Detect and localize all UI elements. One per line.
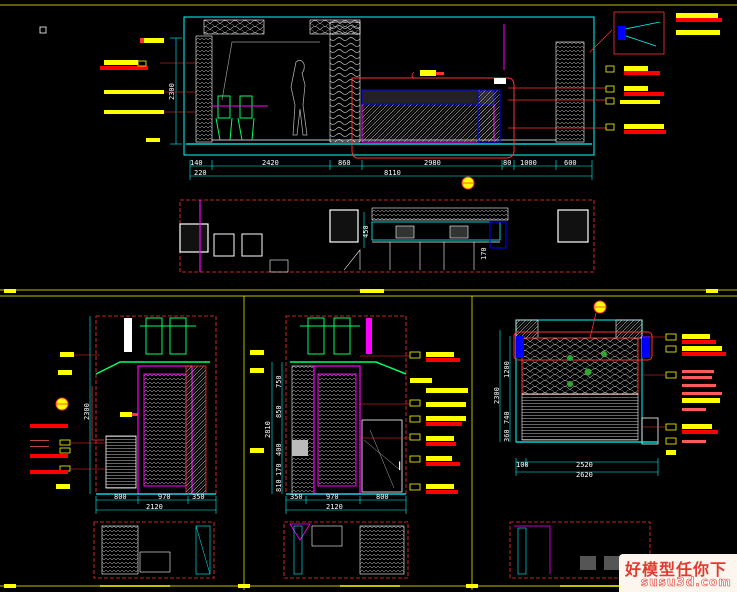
dim-height: 2300 (168, 83, 176, 100)
dim-bottom-5: 1000 (520, 159, 537, 167)
dim-bottom-6: 600 (564, 159, 577, 167)
dim-left-second: 140 (190, 159, 203, 167)
br-dim-2: 2520 (576, 461, 593, 469)
svg-text:━━━━━━━: ━━━━━━━ (29, 445, 49, 450)
bm-hdim-3: 400 (275, 443, 283, 456)
bottom-mid-elevation: 350 970 800 2120 750 850 400 170 810 281… (250, 315, 468, 579)
top-right-labels (420, 13, 722, 134)
bl-dim-height: 2300 (83, 403, 91, 420)
bottom-left-elevation: 800 970 350 2120 2300 ━━━━━━━ ━━━━━━━ (29, 315, 217, 579)
bm-dim-2: 970 (326, 493, 339, 501)
bl-dim-3: 350 (192, 493, 205, 501)
plan-dim-2: 170 (480, 247, 488, 260)
br-hdim-2: 740 (503, 411, 511, 424)
br-hdim-3: 360 (503, 429, 511, 442)
br-dim-total: 2620 (576, 471, 593, 479)
svg-text:━━━━━━━: ━━━━━━━ (29, 439, 49, 444)
watermark-line1: 好模型任你下 (625, 560, 728, 579)
bm-hdim-4: 170 (275, 463, 283, 476)
dim-bottom-3: 2980 (424, 159, 441, 167)
dim-bottom-1: 2420 (262, 159, 279, 167)
br-dim-1: 100 (516, 461, 529, 469)
bm-hdim-5: 810 (275, 479, 283, 492)
dim-bottom-4: 80 (503, 159, 511, 167)
bm-dim-1: 350 (290, 493, 303, 501)
bl-dim-1: 800 (114, 493, 127, 501)
watermark-line2: susu3d.com (641, 575, 732, 590)
top-elevation: 140 2420 860 2980 80 1000 600 220 8110 2… (168, 11, 665, 190)
plan-strip: 450 170 (179, 199, 595, 273)
bm-hdim-2: 850 (275, 405, 283, 418)
top-left-labels (100, 38, 196, 142)
bl-dim-2: 970 (158, 493, 171, 501)
br-hdim-total: 2300 (493, 387, 501, 404)
plan-dim-1: 450 (362, 225, 370, 238)
bm-dim-total: 2120 (326, 503, 343, 511)
watermark-logo: 好模型任你下 susu3d.com (619, 554, 737, 592)
bm-dim-3: 800 (376, 493, 389, 501)
bm-hdim-total: 2810 (264, 421, 272, 438)
dim-bottom-2: 860 (338, 159, 351, 167)
br-hdim-1: 1200 (503, 361, 511, 378)
bl-dim-total: 2120 (146, 503, 163, 511)
svg-text:━━: ━━ (396, 461, 404, 471)
dim-left-start: 220 (194, 169, 207, 177)
bottom-right-elevation: 100 2520 2620 1200 740 360 2300 (493, 300, 726, 579)
drawing-frame (0, 4, 737, 590)
dim-total: 8110 (384, 169, 401, 177)
bm-hdim-1: 750 (275, 375, 283, 388)
